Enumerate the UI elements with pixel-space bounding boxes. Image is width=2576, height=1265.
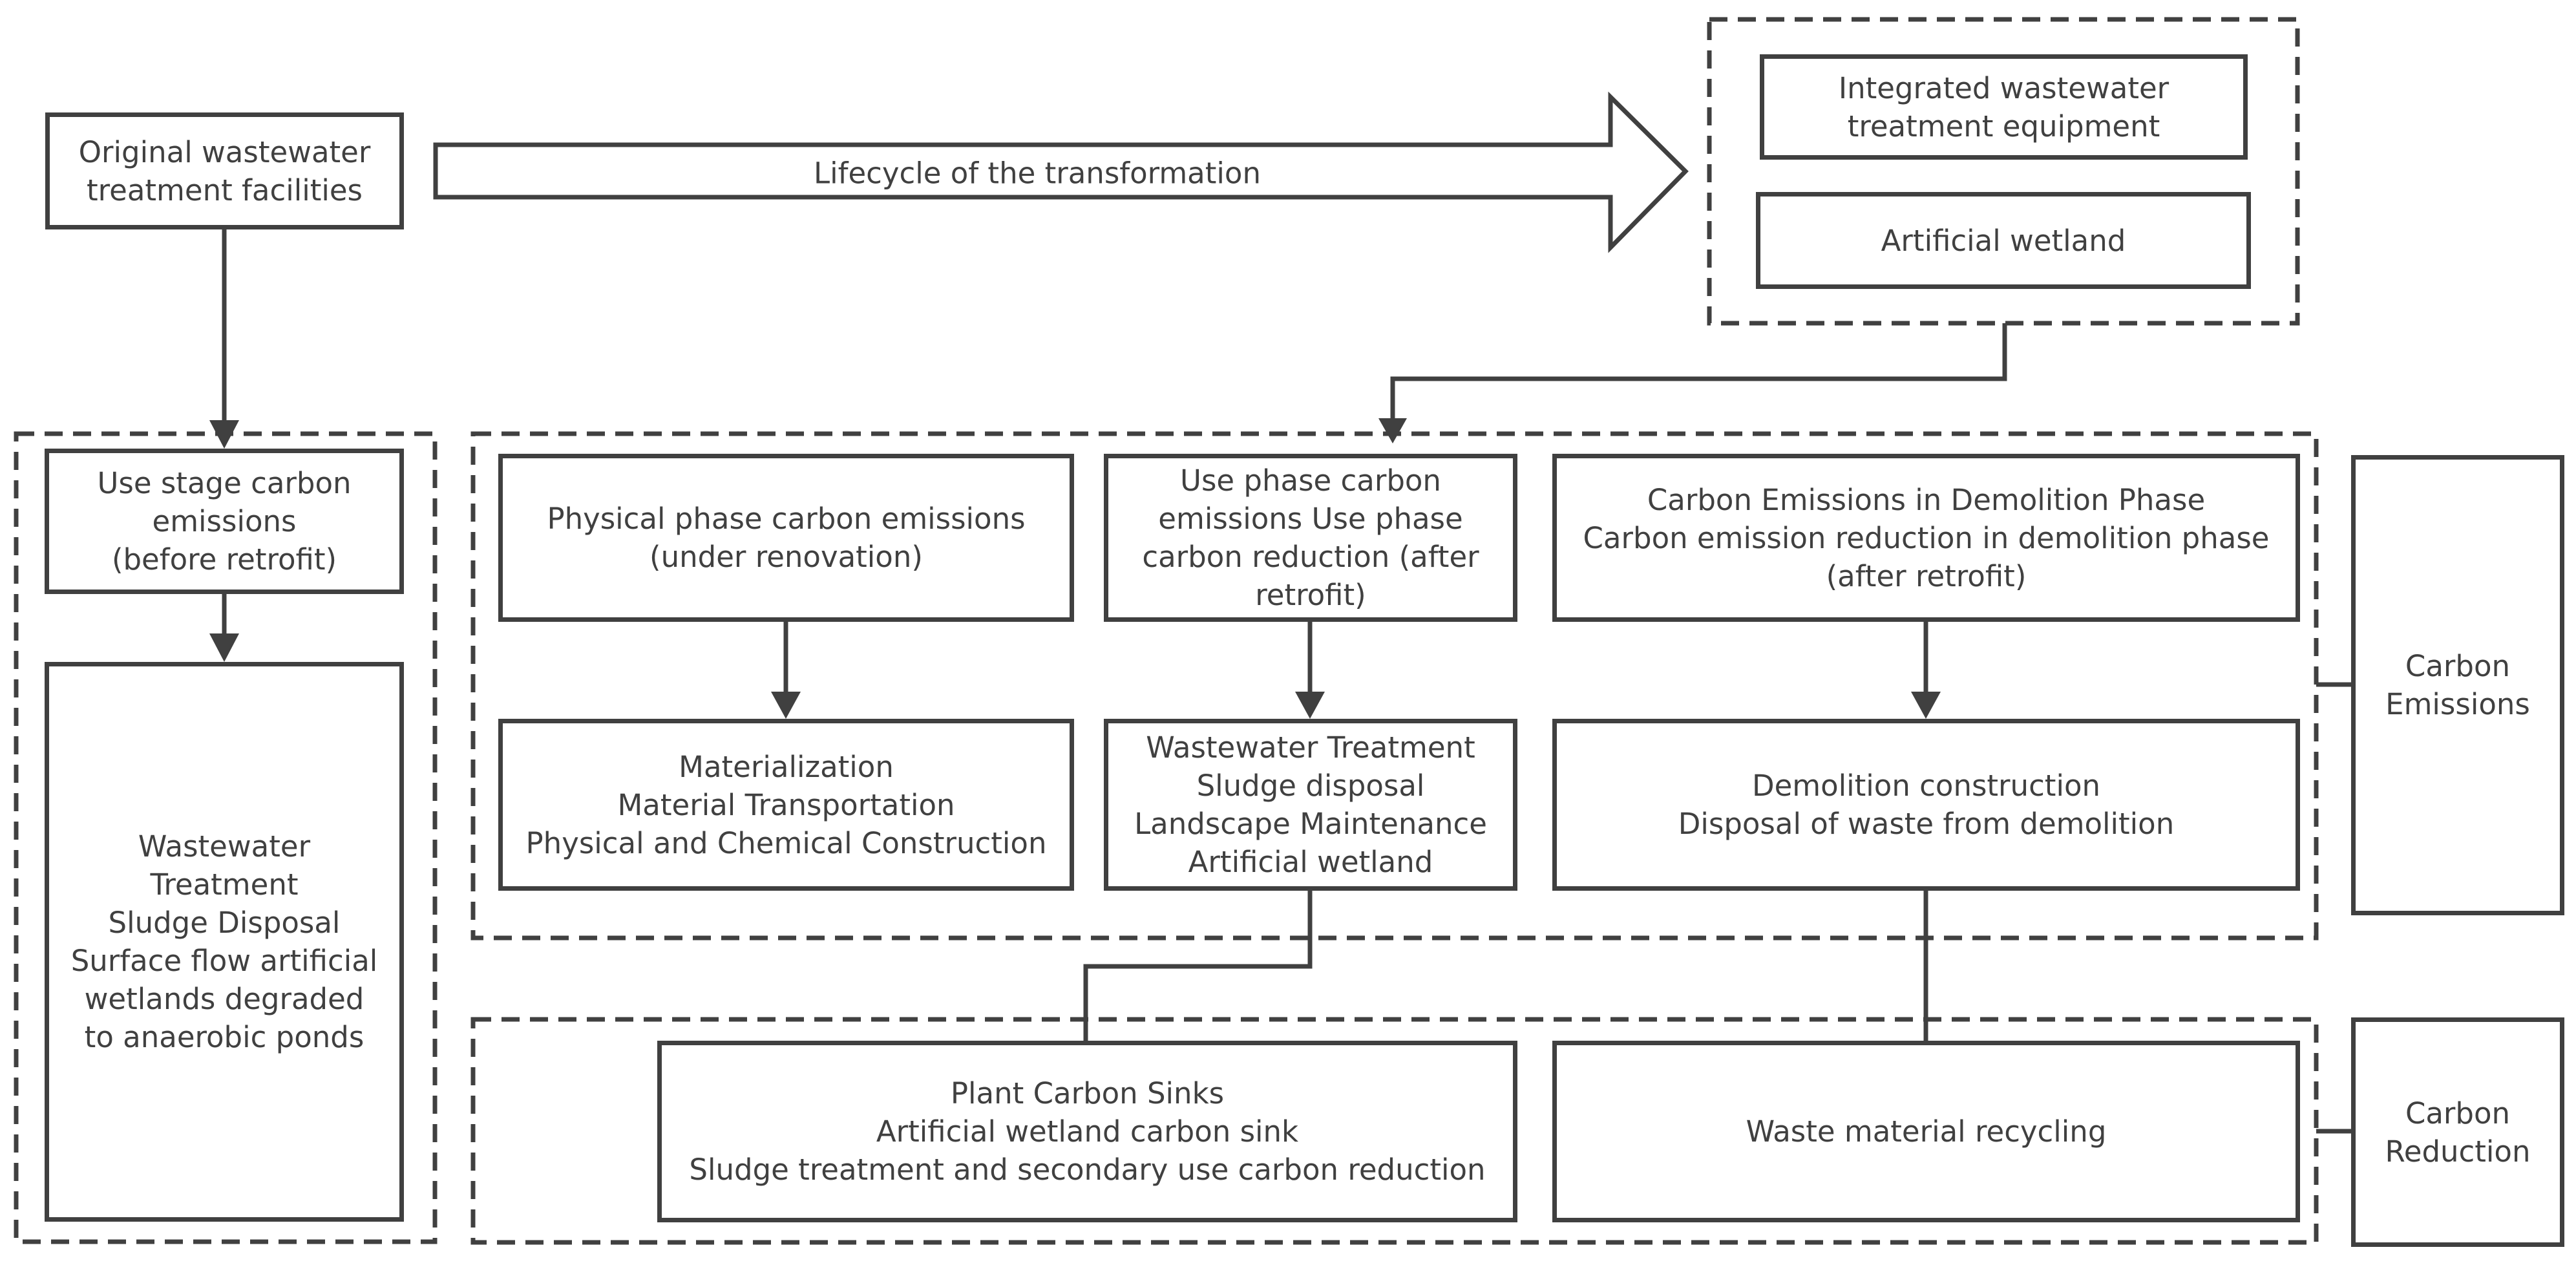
carbon-emissions-label-box: Carbon Emissions <box>2351 455 2564 915</box>
integrated-equipment-box: Integrated wastewater treatment equipmen… <box>1760 54 2248 160</box>
demolition-processes-box: Demolition construction Disposal of wast… <box>1552 719 2300 891</box>
carbon-reduction-label-box: Carbon Reduction <box>2351 1017 2564 1247</box>
carbon-emissions-label: Carbon Emissions <box>2385 649 2530 721</box>
use-phase-box: Use phase carbon emissions Use phase car… <box>1104 454 1517 622</box>
physical-phase-text: Physical phase carbon emissions (under r… <box>547 502 1026 574</box>
integrated-equipment-text: Integrated wastewater treatment equipmen… <box>1838 70 2170 144</box>
arrowhead-emissions-group <box>1378 418 1407 443</box>
lifecycle-arrow <box>433 91 1689 253</box>
demolition-processes-text: Demolition construction Disposal of wast… <box>1678 769 2175 841</box>
before-processes-text: Wastewater Treatment Sludge Disposal Sur… <box>70 829 378 1054</box>
plant-sinks-box: Plant Carbon Sinks Artificial wetland ca… <box>657 1041 1517 1222</box>
use-stage-before-box: Use stage carbon emissions (before retro… <box>45 449 404 594</box>
demolition-phase-text: Carbon Emissions in Demolition Phase Car… <box>1583 482 2270 593</box>
arrowhead-processes <box>209 633 239 662</box>
artificial-wetland-box: Artificial wetland <box>1756 192 2251 289</box>
connector-use-processes-to-sinks <box>1083 891 1313 1041</box>
lifecycle-arrow-label: Lifecycle of the transformation <box>814 156 1261 191</box>
artificial-wetland-text: Artificial wetland <box>1881 223 2126 258</box>
before-processes-box: Wastewater Treatment Sludge Disposal Sur… <box>45 662 404 1222</box>
original-facilities-box: Original wastewater treatment facilities <box>45 112 404 229</box>
physical-processes-text: Materialization Material Transportation … <box>525 749 1047 860</box>
use-phase-text: Use phase carbon emissions Use phase car… <box>1142 463 1479 612</box>
arrowhead-physical-processes <box>771 692 801 719</box>
connector-new-facilities-to-emissions <box>1390 323 2007 424</box>
arrowhead-use-processes <box>1295 692 1325 719</box>
physical-processes-box: Materialization Material Transportation … <box>498 719 1074 891</box>
physical-phase-box: Physical phase carbon emissions (under r… <box>498 454 1074 622</box>
reduction-group-frame <box>470 1017 2319 1245</box>
use-processes-box: Wastewater Treatment Sludge disposal Lan… <box>1104 719 1517 891</box>
plant-sinks-text: Plant Carbon Sinks Artificial wetland ca… <box>689 1076 1486 1187</box>
use-processes-text: Wastewater Treatment Sludge disposal Lan… <box>1134 730 1487 879</box>
arrowhead-demolition-processes <box>1911 692 1941 719</box>
new-facilities-group-frame <box>1707 17 2300 326</box>
original-facilities-text: Original wastewater treatment facilities <box>78 134 371 207</box>
demolition-phase-box: Carbon Emissions in Demolition Phase Car… <box>1552 454 2300 622</box>
waste-recycling-box: Waste material recycling <box>1552 1041 2300 1222</box>
use-stage-before-text: Use stage carbon emissions (before retro… <box>97 466 352 577</box>
waste-recycling-text: Waste material recycling <box>1746 1114 2107 1149</box>
carbon-reduction-label: Carbon Reduction <box>2385 1096 2531 1169</box>
arrowhead-use-stage <box>209 420 239 449</box>
